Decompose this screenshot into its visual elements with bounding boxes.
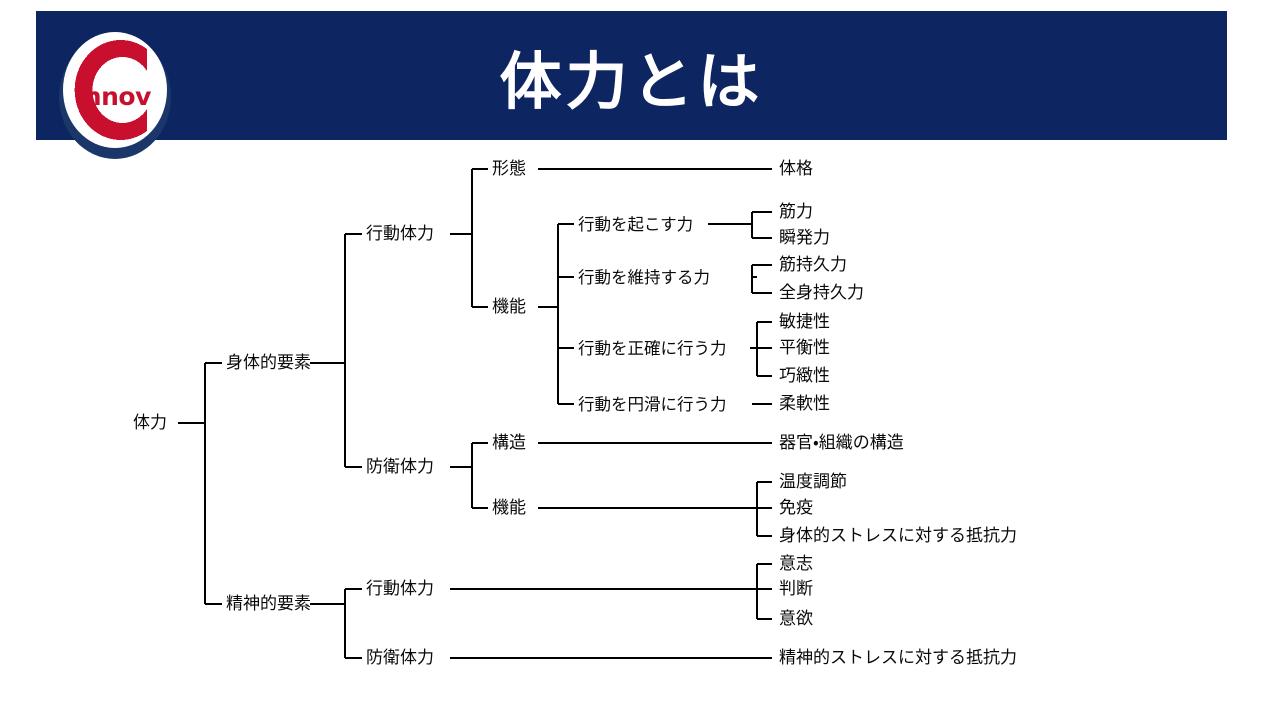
tree-node-sustain[interactable]: 行動を維持する力 — [578, 268, 710, 287]
page-title: 体力とは — [499, 44, 764, 118]
tree-node-structure[interactable]: 構造 — [492, 433, 526, 453]
tree-node-ment-action[interactable]: 行動体力 — [366, 579, 434, 599]
tree-leaf-ishi[interactable]: 意志 — [779, 554, 813, 574]
tree-leaf-seishin-stress[interactable]: 精神的ストレスに対する抵抗力 — [779, 648, 1017, 668]
tree-node-function-defense[interactable]: 機能 — [492, 498, 526, 518]
tree-node-mental[interactable]: 精神的要素 — [226, 594, 311, 614]
tree-leaf-taikaku[interactable]: 体格 — [779, 159, 813, 179]
tree-node-smooth[interactable]: 行動を円滑に行う力 — [578, 395, 727, 414]
tree-node-phys-action[interactable]: 行動体力 — [366, 224, 434, 244]
tree-leaf-kochisei[interactable]: 巧緻性 — [779, 366, 830, 386]
tree-node-form[interactable]: 形態 — [492, 159, 526, 179]
tree-node-root[interactable]: 体力 — [133, 413, 167, 433]
tree-node-initiate[interactable]: 行動を起こす力 — [578, 215, 694, 234]
tree-leaf-meneki[interactable]: 免疫 — [779, 498, 813, 518]
tree-leaf-junansei[interactable]: 柔軟性 — [779, 394, 830, 414]
tree-leaf-handan[interactable]: 判断 — [779, 579, 813, 599]
tree-node-accurate[interactable]: 行動を正確に行う力 — [578, 339, 727, 358]
logo-mark-svg — [59, 32, 171, 159]
tree-node-function-action[interactable]: 機能 — [492, 297, 526, 317]
tree-leaf-iyoku[interactable]: 意欲 — [779, 609, 813, 629]
tree-leaf-kinryoku[interactable]: 筋力 — [779, 202, 813, 222]
tree-leaf-binshosei[interactable]: 敏捷性 — [779, 312, 830, 332]
title-bar — [36, 11, 1227, 140]
tree-node-ment-defense[interactable]: 防衛体力 — [366, 648, 434, 668]
tree-leaf-ondo[interactable]: 温度調節 — [779, 472, 847, 492]
logo-c-ring — [74, 40, 147, 140]
tree-leaf-kikan[interactable]: 器官・組織の構造 — [779, 433, 904, 453]
tree-node-phys-defense[interactable]: 防衛体力 — [366, 457, 434, 477]
tree-leaf-shunpatsu[interactable]: 瞬発力 — [779, 228, 830, 248]
tree-leaf-zenshinjikyu[interactable]: 全身持久力 — [779, 283, 864, 303]
tree-node-physical[interactable]: 身体的要素 — [226, 353, 311, 373]
tree-leaf-shintai-stress[interactable]: 身体的ストレスに対する抵抗力 — [779, 526, 1017, 546]
tree-leaf-heikosei[interactable]: 平衡性 — [779, 338, 830, 358]
tree-leaf-kinjikyu[interactable]: 筋持久力 — [779, 255, 847, 275]
